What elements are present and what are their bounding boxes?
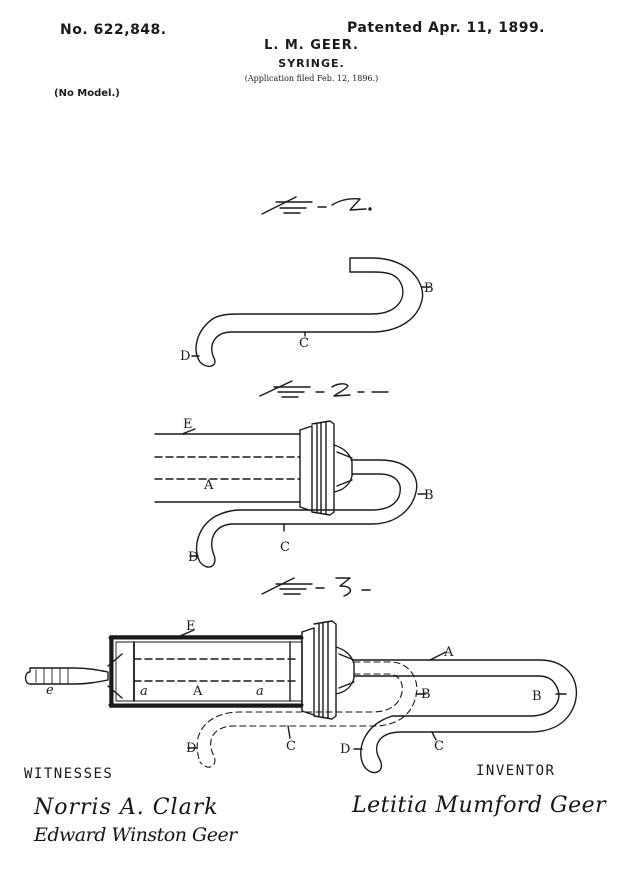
patent-title: SYRINGE. <box>278 57 345 70</box>
fig1-tube <box>195 257 424 368</box>
fig2-ref-e: E <box>183 417 193 432</box>
inventor-label: INVENTOR <box>476 763 556 779</box>
fig2-ref-b: B <box>424 488 434 503</box>
application-date: (Application filed Feb. 12, 1896.) <box>244 74 379 83</box>
figure-2 <box>154 380 427 568</box>
figure-3-label <box>261 577 371 597</box>
fig2-ref-d: D <box>188 550 198 565</box>
witness-signature-1: Norris A. Clark <box>34 795 219 820</box>
figure-2-label <box>259 380 389 398</box>
figure-3 <box>24 577 578 774</box>
fig3-ref-a-small-1: a <box>140 684 148 699</box>
patent-number: No. 622,848. <box>60 22 167 38</box>
fig3-ref-e: E <box>186 619 196 634</box>
witness-signature-2: Edward Winston Geer <box>34 824 237 846</box>
figure-1 <box>191 196 431 368</box>
witnesses-label: WITNESSES <box>24 766 114 782</box>
fig3-ref-c: C <box>434 739 444 754</box>
fig3-ref-a-tube: A <box>443 645 454 660</box>
fig3-ref-a: A <box>192 684 203 699</box>
fig3-ref-d: D <box>340 742 350 757</box>
fig3-ref-b: B <box>532 689 542 704</box>
patent-date: Patented Apr. 11, 1899. <box>347 20 545 36</box>
fig2-ref-c: C <box>280 540 290 555</box>
fig3-ref-b-dash: B <box>421 687 431 702</box>
model-note: (No Model.) <box>54 88 120 99</box>
fig3-ref-e-small: e <box>46 683 54 698</box>
fig1-ref-c: C <box>299 336 309 351</box>
fig3-ref-d-dash: D <box>186 741 196 756</box>
fig2-ref-a: A <box>203 478 214 493</box>
fig1-ref-b: B <box>424 281 434 296</box>
figure-1-label <box>261 196 372 215</box>
inventor-name: L. M. GEER. <box>264 38 359 53</box>
inventor-signature: Letitia Mumford Geer <box>352 793 607 818</box>
fig3-ref-c-dash: C <box>286 739 296 754</box>
fig3-ref-a-small-2: a <box>256 684 264 699</box>
fig1-ref-d: D <box>180 349 190 364</box>
